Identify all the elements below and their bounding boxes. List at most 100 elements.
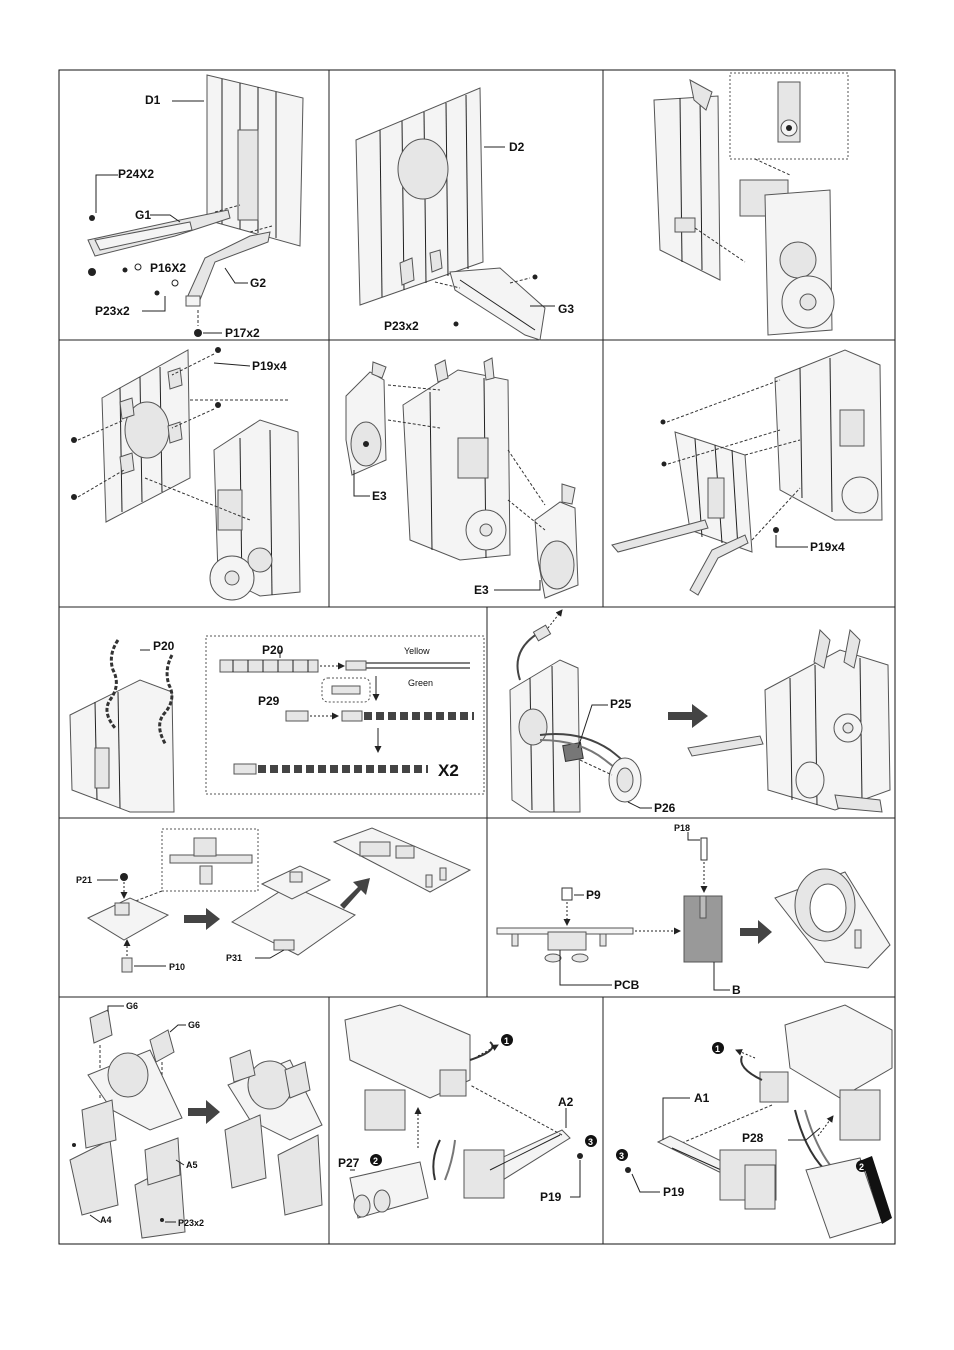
screw-p21-icon — [120, 873, 128, 881]
panel-2-d2-g3: D2 G3 P23x2 — [356, 88, 574, 340]
screw-p24-icon — [89, 215, 95, 221]
panel-13-battery-a1: 1 2 3 A1 P28 P19 — [616, 1005, 892, 1238]
screw-icon — [662, 462, 667, 467]
step-number-1: 1 — [715, 1044, 720, 1054]
label-p19: P19x4 — [810, 540, 845, 554]
screw-p19-icon — [773, 527, 779, 533]
plate-e3-left-illustration — [346, 362, 386, 475]
label-p19: P19 — [540, 1190, 562, 1204]
label-p20-left: P20 — [153, 639, 175, 653]
label-p10: P10 — [169, 962, 185, 972]
label-pcb: PCB — [614, 978, 640, 992]
board-back-illustration — [102, 350, 190, 522]
panel-11-g6-a4-a5: G6 G6 A5 A4 P23x2 — [70, 1001, 322, 1238]
screw-icon — [123, 268, 128, 273]
panel-1-d1-g1-g2: D1 P24X2 G1 P16X2 G2 P23x2 P17x2 — [88, 75, 303, 340]
washer-p16-icon — [135, 264, 141, 270]
label-p23: P23x2 — [178, 1218, 204, 1228]
screw-p19-icon — [215, 347, 221, 353]
step-arrow-icon — [740, 920, 772, 944]
rail-a2-illustration — [464, 1130, 570, 1198]
label-p25: P25 — [610, 697, 632, 711]
arm-g2-illustration — [186, 232, 270, 306]
nut-p17-icon — [88, 268, 96, 276]
panel-9-pcb-mount: P21 P10 P31 — [76, 828, 470, 972]
screw-icon — [71, 437, 77, 443]
frame-top-illustration — [345, 1005, 470, 1130]
chassis-illustration — [210, 420, 300, 600]
label-p18: P18 — [674, 823, 690, 833]
small-pcb-illustration — [88, 898, 168, 940]
left-board-illustration — [510, 625, 580, 812]
label-p23: P23x2 — [95, 304, 130, 318]
screw-icon — [71, 494, 77, 500]
clip-p29-icon — [286, 711, 308, 721]
pcb-side-illustration — [497, 928, 633, 962]
label-p19: P19x4 — [252, 359, 287, 373]
rear-assembly-illustration — [775, 350, 882, 520]
assembled-lift-illustration — [688, 630, 890, 812]
label-x2: X2 — [438, 761, 459, 780]
step-number-3: 3 — [588, 1137, 593, 1147]
label-g1: G1 — [135, 208, 151, 222]
battery-9v-p28-illustration — [806, 1156, 892, 1238]
step-arrow-icon — [668, 704, 708, 728]
label-p28: P28 — [742, 1131, 764, 1145]
motor-mounted-illustration — [775, 869, 890, 968]
detail-inset-illustration — [778, 82, 800, 142]
label-p17: P17x2 — [225, 326, 260, 340]
label-p26: P26 — [654, 801, 676, 815]
screw-p19-icon — [577, 1153, 583, 1159]
label-p27: P27 — [338, 1156, 360, 1170]
step-arrow-icon — [184, 908, 220, 930]
screw-p19-icon — [625, 1167, 631, 1173]
label-p16: P16X2 — [150, 261, 186, 275]
chain-assembly-illustration — [70, 640, 174, 812]
label-p31: P31 — [226, 953, 242, 963]
label-p21: P21 — [76, 875, 92, 885]
panel-8-sensor-p25-p26: P25 P26 — [510, 610, 890, 815]
label-a5: A5 — [186, 1160, 198, 1170]
panel-12-battery-a2: 1 2 P27 3 A2 P19 — [338, 1005, 597, 1218]
label-d2: D2 — [509, 140, 525, 154]
step-number-2: 2 — [373, 1156, 378, 1166]
chain-with-wire-illustration — [342, 711, 474, 721]
screw-p23-icon — [155, 291, 160, 296]
label-e3-right: E3 — [474, 583, 489, 597]
label-green: Green — [408, 678, 433, 688]
label-a1: A1 — [694, 1091, 710, 1105]
screw-icon — [533, 275, 538, 280]
label-b: B — [732, 983, 741, 997]
part-p9-icon — [562, 888, 572, 900]
step-number-2: 2 — [859, 1162, 864, 1172]
label-a4: A4 — [100, 1215, 112, 1225]
label-p9: P9 — [586, 888, 601, 902]
step-number-3: 3 — [619, 1151, 624, 1161]
label-yellow: Yellow — [404, 646, 430, 656]
label-g6-right: G6 — [188, 1020, 200, 1030]
label-e3-left: E3 — [372, 489, 387, 503]
label-p24: P24X2 — [118, 167, 154, 181]
screw-p23-icon — [160, 1218, 164, 1222]
label-p23: P23x2 — [384, 319, 419, 333]
panel-10-motor-b: P9 PCB P18 B — [497, 823, 890, 997]
disc-p26-illustration — [609, 758, 641, 802]
battery-pack-p27-illustration — [350, 1162, 428, 1218]
label-g2: G2 — [250, 276, 266, 290]
panel-3-gear-assembly — [654, 73, 848, 335]
assembled-unit-illustration — [225, 1050, 322, 1215]
step-number-1: 1 — [504, 1036, 509, 1046]
washer-icon — [172, 280, 178, 286]
screw-icon — [72, 1143, 76, 1147]
label-d1: D1 — [145, 93, 161, 107]
screw-icon — [661, 420, 666, 425]
label-p20-strip: P20 — [262, 643, 284, 657]
label-p19: P19 — [663, 1185, 685, 1199]
bracket-a4-illustration — [70, 1100, 118, 1215]
panel-5-e3-plates: E3 E3 — [346, 358, 578, 598]
plate-e3-right-illustration — [535, 484, 578, 598]
screw-icon — [215, 402, 221, 408]
label-a2: A2 — [558, 1095, 574, 1109]
arm-g1-illustration — [88, 210, 230, 256]
